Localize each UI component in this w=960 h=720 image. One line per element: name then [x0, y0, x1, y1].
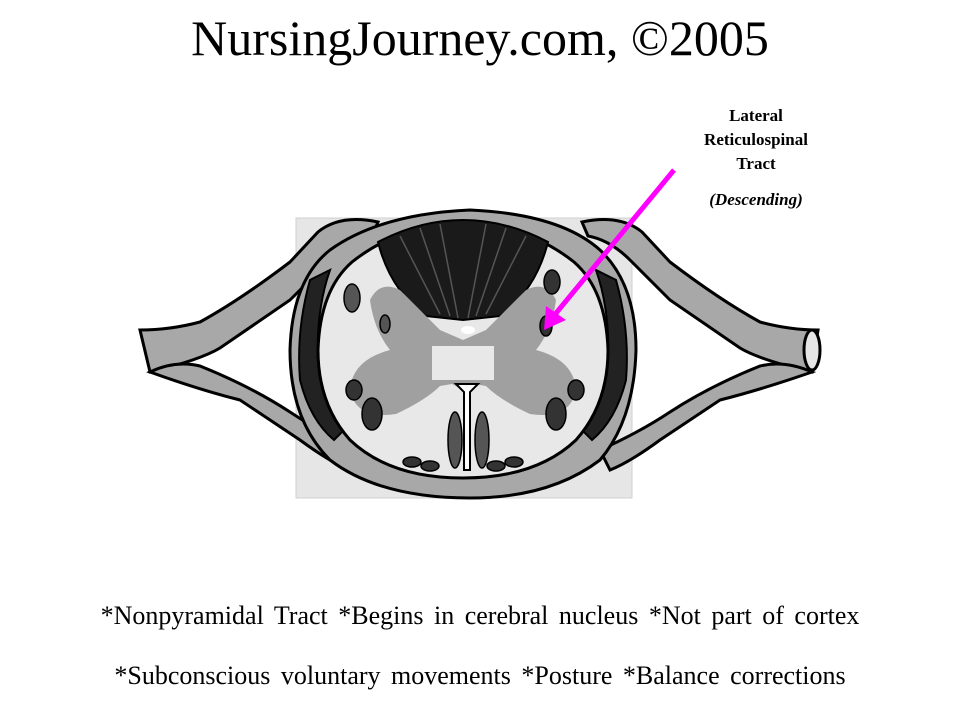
central-canal — [461, 326, 475, 334]
tract-direction: (Descending) — [709, 190, 803, 209]
tract-label-line1: Lateral — [729, 106, 783, 125]
caption-line-2: *Subconscious voluntary movements *Postu… — [114, 661, 846, 690]
left-spinal-nerve — [138, 218, 381, 374]
left-lateral-band — [298, 268, 346, 442]
tract-label: Lateral Reticulospinal Tract (Descending… — [676, 104, 836, 212]
tract-label-line3: Tract — [736, 154, 776, 173]
page-title: NursingJourney.com, ©2005 — [191, 10, 769, 66]
tract-label-line2: Reticulospinal — [704, 130, 808, 149]
dorsal-column-lines — [399, 223, 527, 319]
gray-commissure — [432, 346, 494, 380]
right-spinal-nerve — [579, 218, 820, 374]
right-nerve-end — [802, 328, 822, 372]
anterior-fissure — [453, 383, 481, 471]
caption-line-1: *Nonpyramidal Tract *Begins in cerebral … — [100, 601, 860, 630]
right-lateral-band — [580, 268, 628, 442]
pointer-arrow — [544, 168, 676, 330]
